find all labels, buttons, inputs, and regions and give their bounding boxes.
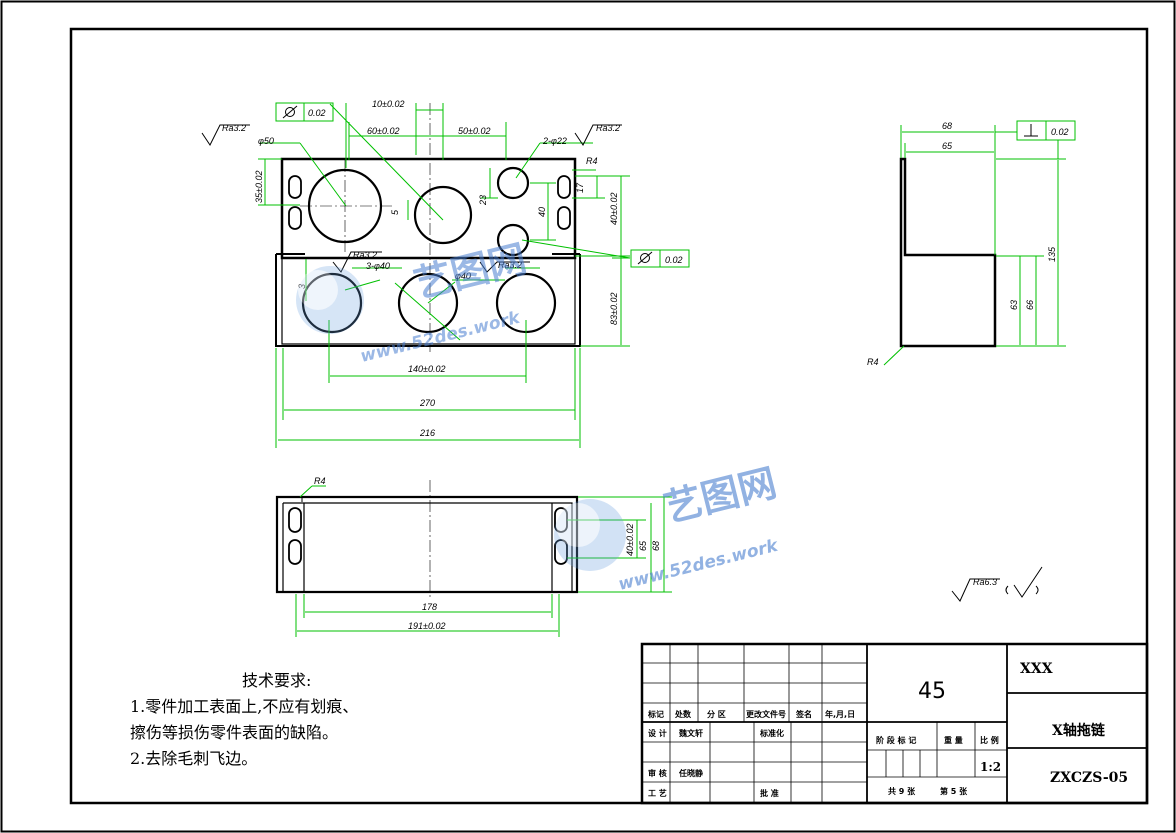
dim-60: 60±0.02 bbox=[367, 126, 399, 136]
tb-h-docno: 更改文件号 bbox=[746, 709, 786, 719]
dim-r4-side: R4 bbox=[867, 357, 879, 367]
roughness-symbol bbox=[574, 124, 622, 146]
top-dimensions bbox=[295, 485, 672, 637]
tb-part-name: X轴拖链 bbox=[1052, 722, 1106, 739]
ra-mid2: Ra3.2 bbox=[498, 260, 522, 270]
dim-63: 63 bbox=[1009, 300, 1019, 310]
svg-text:www.52des.work: www.52des.work bbox=[358, 307, 523, 366]
requirement-line-2: 擦伤等损伤零件表面的缺陷。 bbox=[130, 723, 339, 742]
tb-h-weight: 重 量 bbox=[944, 735, 963, 745]
svg-text:艺图网: 艺图网 bbox=[410, 236, 531, 306]
svg-text:0.02: 0.02 bbox=[1051, 127, 1069, 137]
dim-135: 135 bbox=[1047, 246, 1057, 262]
ra-top-left: Ra3.2 bbox=[222, 123, 246, 133]
general-roughness: Ra6.3 bbox=[951, 566, 1043, 602]
side-dimensions bbox=[883, 125, 1066, 366]
dim-65: 65 bbox=[942, 141, 953, 151]
tb-h-stage: 阶 段 标 记 bbox=[876, 735, 916, 745]
inner-border bbox=[69, 27, 1149, 805]
title-block bbox=[640, 642, 1149, 805]
tb-h-sign: 签名 bbox=[795, 709, 812, 719]
roughness-symbol bbox=[332, 251, 382, 273]
dim-270: 270 bbox=[419, 398, 435, 408]
tb-r-std: 标准化 bbox=[759, 728, 784, 738]
tb-sheets-total: 共 9 张 bbox=[888, 786, 916, 796]
tb-sheet-no: 第 5 张 bbox=[940, 786, 968, 796]
dim-40: 40 bbox=[537, 207, 547, 217]
tb-scale: 1:2 bbox=[980, 760, 1001, 774]
dim-68b: 68 bbox=[651, 541, 661, 551]
dim-40c: 40±0.02 bbox=[625, 524, 635, 556]
ra-mid: Ra3.2 bbox=[353, 250, 377, 260]
dim-2phi22: 2-φ22 bbox=[542, 136, 567, 146]
dim-50: 50±0.02 bbox=[458, 126, 490, 136]
tb-r-approve: 批 准 bbox=[760, 788, 779, 798]
dim-10: 10±0.02 bbox=[372, 99, 404, 109]
front-dimensions bbox=[258, 103, 631, 448]
dim-40b: 40±0.02 bbox=[609, 193, 619, 225]
watermark-2: 艺图网 www.52des.work bbox=[554, 460, 781, 595]
dim-66: 66 bbox=[1025, 300, 1035, 310]
dim-68: 68 bbox=[942, 121, 952, 131]
tb-r-design: 设 计 bbox=[648, 728, 667, 738]
dim-5: 5 bbox=[390, 209, 400, 215]
top-view bbox=[275, 480, 579, 600]
dim-3phi40: 3-φ40 bbox=[366, 261, 390, 271]
dim-phi50: φ50 bbox=[258, 136, 274, 146]
dim-140: 140±0.02 bbox=[408, 364, 445, 374]
dim-phi40: φ40 bbox=[455, 271, 471, 281]
tb-r-reviewer: 任晓静 bbox=[678, 768, 703, 778]
requirement-line-3: 2.去除毛刺飞边。 bbox=[130, 749, 258, 768]
tb-r-review: 审 核 bbox=[648, 768, 667, 778]
perpendicularity-frame: 0.02 bbox=[1016, 120, 1076, 141]
requirement-line-1: 1.零件加工表面上,不应有划痕、 bbox=[130, 697, 359, 716]
svg-text:0.02: 0.02 bbox=[665, 255, 683, 265]
roughness-symbol bbox=[479, 261, 530, 273]
watermark-1: 艺图网 www.52des.work bbox=[296, 236, 531, 367]
tb-r-designer: 魏文轩 bbox=[678, 728, 703, 738]
svg-text:Ra6.3: Ra6.3 bbox=[973, 577, 997, 587]
dim-191: 191±0.02 bbox=[408, 621, 445, 631]
dim-35: 35±0.02 bbox=[254, 171, 264, 203]
tb-company: XXX bbox=[1020, 661, 1053, 677]
dim-65b: 65 bbox=[638, 540, 648, 551]
dim-23: 23 bbox=[478, 195, 488, 206]
tb-h-mark: 标记 bbox=[647, 709, 664, 719]
tb-material: 45 bbox=[918, 679, 946, 704]
tb-h-zone: 分 区 bbox=[707, 709, 726, 719]
side-view bbox=[899, 157, 997, 348]
dim-17: 17 bbox=[575, 182, 585, 193]
dim-r4-front: R4 bbox=[586, 156, 598, 166]
roughness-symbol bbox=[201, 124, 250, 146]
svg-text:艺图网: 艺图网 bbox=[660, 460, 781, 530]
dim-3: 3 bbox=[297, 284, 307, 289]
tb-h-count: 处数 bbox=[674, 709, 692, 719]
tb-h-date: 年,月,日 bbox=[825, 709, 855, 719]
technical-requirements: 技术要求: 1.零件加工表面上,不应有划痕、 擦伤等损伤零件表面的缺陷。 2.去… bbox=[130, 668, 460, 772]
svg-text:0.02: 0.02 bbox=[308, 108, 326, 118]
tb-drawing-no: ZXCZS-05 bbox=[1050, 770, 1128, 786]
ra-top-right: Ra3.2 bbox=[596, 123, 620, 133]
requirements-title: 技术要求: bbox=[242, 671, 312, 690]
dim-178: 178 bbox=[422, 602, 437, 612]
tb-r-process: 工 艺 bbox=[648, 788, 667, 798]
flatness-frame-1: 0.02 bbox=[275, 102, 334, 122]
front-view bbox=[275, 103, 581, 352]
dim-r4-top: R4 bbox=[314, 476, 326, 486]
tb-h-scale: 比 例 bbox=[980, 735, 999, 745]
flatness-frame-2: 0.02 bbox=[630, 249, 690, 268]
dim-216: 216 bbox=[419, 428, 435, 438]
dim-83: 83±0.02 bbox=[609, 293, 619, 325]
